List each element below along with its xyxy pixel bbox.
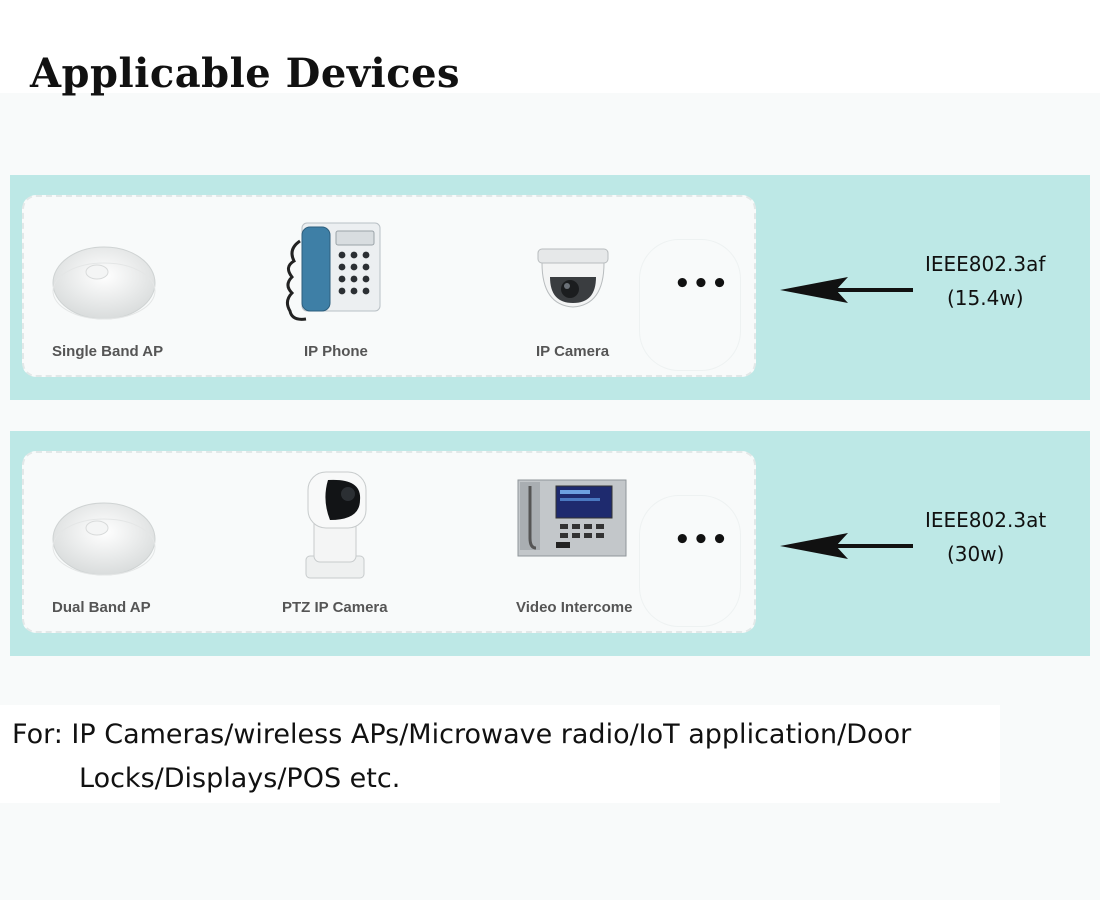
- device-dual-band-ap: Dual Band AP: [52, 453, 252, 631]
- device-label: IP Camera: [536, 343, 610, 360]
- ip-phone-icon: [285, 222, 381, 321]
- poe-af-band: Single Band AP IP Phone: [10, 175, 1090, 400]
- standard-power: (15.4w): [947, 286, 1024, 310]
- usage-note-line2: Locks/Displays/POS etc.: [79, 763, 401, 794]
- device-panel: Dual Band AP PTZ IP Camera: [22, 451, 756, 633]
- poe-standard: IEEE802.3at (30w): [925, 503, 1075, 571]
- device-label: IP Phone: [304, 343, 368, 360]
- device-ip-phone: IP Phone: [282, 197, 482, 375]
- header-background: [0, 0, 1100, 93]
- standard-name: IEEE802.3at: [925, 508, 1047, 532]
- usage-note: For: IP Cameras/wireless APs/Microwave r…: [12, 713, 992, 801]
- device-panel: Single Band AP IP Phone: [22, 195, 756, 377]
- page-title: Applicable Devices: [30, 50, 461, 97]
- ptz-camera-icon: [305, 471, 367, 579]
- device-label: Single Band AP: [52, 343, 164, 360]
- more-devices-ellipsis: •••: [674, 525, 730, 555]
- arrow-left-icon: [780, 533, 913, 559]
- standard-name: IEEE802.3af: [925, 252, 1046, 276]
- usage-note-box: For: IP Cameras/wireless APs/Microwave r…: [0, 705, 1000, 803]
- more-devices-ellipsis: •••: [674, 269, 730, 299]
- device-single-band-ap: Single Band AP: [52, 197, 252, 375]
- ceiling-ap-icon: [52, 246, 156, 320]
- device-video-intercom: Video Intercome: [516, 453, 716, 631]
- standard-power: (30w): [947, 542, 1005, 566]
- device-label: Video Intercome: [516, 599, 633, 616]
- video-intercom-icon: [517, 479, 627, 557]
- more-devices-frame: [639, 239, 741, 371]
- more-devices-frame: [639, 495, 741, 627]
- usage-note-line1: For: IP Cameras/wireless APs/Microwave r…: [12, 719, 912, 750]
- poe-standard: IEEE802.3af (15.4w): [925, 247, 1075, 315]
- dome-camera-icon: [537, 248, 609, 308]
- poe-at-band: Dual Band AP PTZ IP Camera: [10, 431, 1090, 656]
- device-label: Dual Band AP: [52, 599, 151, 616]
- device-label: PTZ IP Camera: [282, 599, 388, 616]
- arrow-left-icon: [780, 277, 913, 303]
- device-ptz-camera: PTZ IP Camera: [282, 453, 482, 631]
- device-ip-camera: IP Camera: [536, 197, 736, 375]
- ceiling-ap-icon: [52, 502, 156, 576]
